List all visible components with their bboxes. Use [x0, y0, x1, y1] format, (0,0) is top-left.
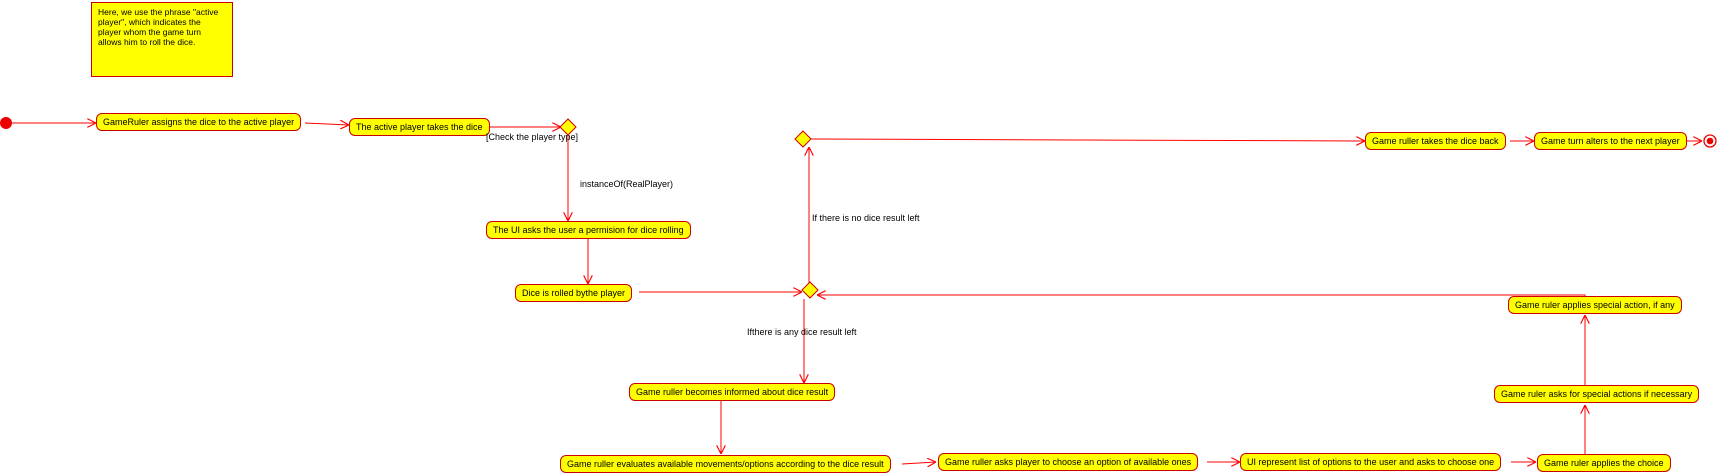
action-take-dice: The active player takes the dice [349, 118, 490, 136]
action-takes-back: Game ruller takes the dice back [1365, 132, 1506, 150]
action-ui-list: UI represent list of options to the user… [1240, 453, 1502, 471]
action-ask-permission: The UI asks the user a permision for dic… [486, 221, 691, 239]
decision-dice-result-left [794, 130, 812, 148]
action-asks-choose-label: Game ruller asks player to choose an opt… [945, 457, 1192, 467]
guard-any-result-left: Ifthere is any dice result left [747, 327, 857, 337]
action-dice-rolled: Dice is rolled bythe player [515, 284, 633, 302]
decision-player-type [559, 118, 577, 136]
edges [12, 123, 1702, 464]
action-ui-list-label: UI represent list of options to the user… [1247, 457, 1495, 467]
action-asks-choose: Game ruller asks player to choose an opt… [938, 453, 1199, 471]
action-turn-alters: Game turn alters to the next player [1534, 132, 1687, 150]
action-evaluates: Game ruller evaluates available movement… [560, 455, 891, 473]
action-applies-choice: Game ruler applies the choice [1537, 454, 1671, 472]
action-take-dice-label: The active player takes the dice [356, 122, 483, 132]
guard-check-type: [Check the player type] [486, 132, 579, 142]
edge-decision2-takeback [809, 139, 1365, 141]
action-turn-alters-label: Game turn alters to the next player [1541, 136, 1680, 146]
final-node-inner [1706, 137, 1714, 145]
action-assign-dice: GameRuler assigns the dice to the active… [96, 113, 302, 131]
action-takes-back-label: Game ruller takes the dice back [1372, 136, 1499, 146]
action-ask-permission-label: The UI asks the user a permision for dic… [493, 225, 684, 235]
guard-no-result-left: If there is no dice result left [812, 213, 920, 223]
note-text: Here, we use the phrase "active player",… [98, 7, 219, 47]
note-active-player: Here, we use the phrase "active player",… [91, 2, 233, 77]
edge-appliesspecial-merge-line [817, 295, 1586, 296]
action-informed-label: Game ruller becomes informed about dice … [636, 387, 829, 397]
action-applies-special: Game ruler applies special action, if an… [1508, 296, 1682, 314]
merge-dice-rolled [801, 281, 819, 299]
action-dice-rolled-label: Dice is rolled bythe player [522, 288, 626, 298]
action-applies-special-label: Game ruler applies special action, if an… [1515, 300, 1675, 310]
action-asks-special-label: Game ruler asks for special actions if n… [1501, 389, 1693, 399]
action-informed: Game ruller becomes informed about dice … [629, 383, 836, 401]
action-asks-special: Game ruler asks for special actions if n… [1494, 385, 1700, 403]
final-node-outer [1703, 134, 1717, 148]
initial-node [0, 117, 12, 129]
action-applies-choice-label: Game ruler applies the choice [1544, 458, 1664, 468]
edge-assign-take [304, 123, 349, 125]
action-evaluates-label: Game ruller evaluates available movement… [567, 459, 884, 469]
edge-evaluates-askchoose [901, 462, 936, 464]
action-assign-dice-label: GameRuler assigns the dice to the active… [103, 117, 295, 127]
guard-instance-of: instanceOf(RealPlayer) [580, 179, 674, 189]
